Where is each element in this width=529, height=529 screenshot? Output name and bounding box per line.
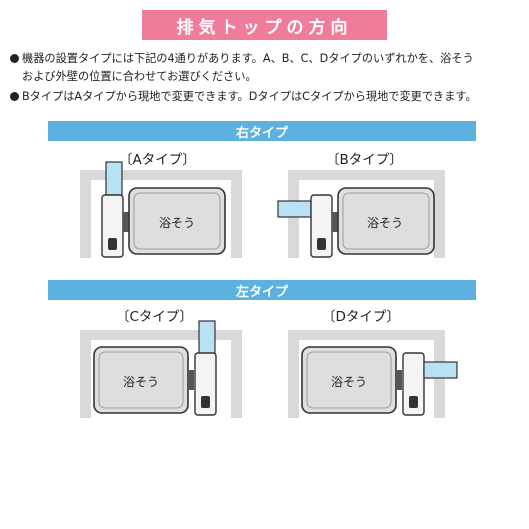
type-b-diagram — [277, 170, 445, 258]
note-line-1: 機器の設置タイプには下記の4通りがあります。A、B、C、Dタイプのいずれかを、浴… — [10, 52, 474, 66]
tub-label-c: 浴そう — [123, 375, 160, 389]
heater-port-a — [108, 238, 117, 250]
heater-port-c — [201, 396, 210, 408]
wall-b — [288, 170, 445, 258]
note-text-2: および外壁の位置に合わせてお選びください。 — [22, 70, 257, 83]
bullet-icon — [10, 54, 19, 63]
tub-label-b: 浴そう — [367, 216, 404, 230]
tub-inner-c — [98, 351, 184, 409]
title-text: 排気トップの方向 — [176, 17, 353, 38]
note-text-1: 機器の設置タイプには下記の4通りがあります。A、B、C、Dタイプのいずれかを、浴… — [22, 52, 474, 65]
heater-port-d — [409, 396, 418, 408]
wall-d — [288, 330, 445, 418]
type-c-diagram — [80, 320, 242, 418]
heater-port-b — [317, 238, 326, 250]
tub-label-d: 浴そう — [331, 375, 368, 389]
connector-a — [123, 212, 129, 232]
exhaust-top-c — [198, 320, 216, 355]
tub-inner-b — [342, 192, 430, 250]
type-a-diagram — [80, 161, 242, 258]
note-text-3: BタイプはAタイプから現地で変更できます。DタイプはCタイプから現地で変更できま… — [22, 90, 477, 103]
type-d-diagram — [288, 330, 458, 418]
wall-a — [80, 170, 242, 258]
type-c-label: 〔Cタイプ〕 — [116, 309, 193, 325]
type-a-label: 〔Aタイプ〕 — [119, 152, 196, 168]
wall-c — [80, 330, 242, 418]
type-b-label: 〔Bタイプ〕 — [326, 152, 403, 168]
title-banner: 排気トップの方向 — [142, 10, 387, 40]
section-label-left: 左タイプ — [235, 284, 288, 300]
bullet-icon — [10, 92, 19, 101]
connector-c — [188, 370, 194, 390]
connector-b — [332, 212, 338, 232]
tub-b — [337, 187, 435, 255]
type-d-label: 〔Dタイプ〕 — [322, 309, 400, 325]
note-line-2: および外壁の位置に合わせてお選びください。 — [22, 70, 257, 84]
heater-unit-c — [194, 352, 217, 416]
section-label-right: 右タイプ — [235, 125, 288, 141]
tub-label-a: 浴そう — [159, 216, 196, 230]
exhaust-top-d — [423, 361, 458, 379]
tub-inner-a — [133, 192, 221, 250]
tub-inner-d — [306, 351, 392, 409]
section-bar-left: 左タイプ — [48, 280, 476, 300]
connector-d — [396, 370, 402, 390]
note-line-3: BタイプはAタイプから現地で変更できます。DタイプはCタイプから現地で変更できま… — [10, 90, 477, 104]
exhaust-top-b — [277, 200, 312, 218]
section-bar-right: 右タイプ — [48, 121, 476, 141]
heater-unit-d — [402, 352, 425, 416]
tub-a — [128, 187, 226, 255]
